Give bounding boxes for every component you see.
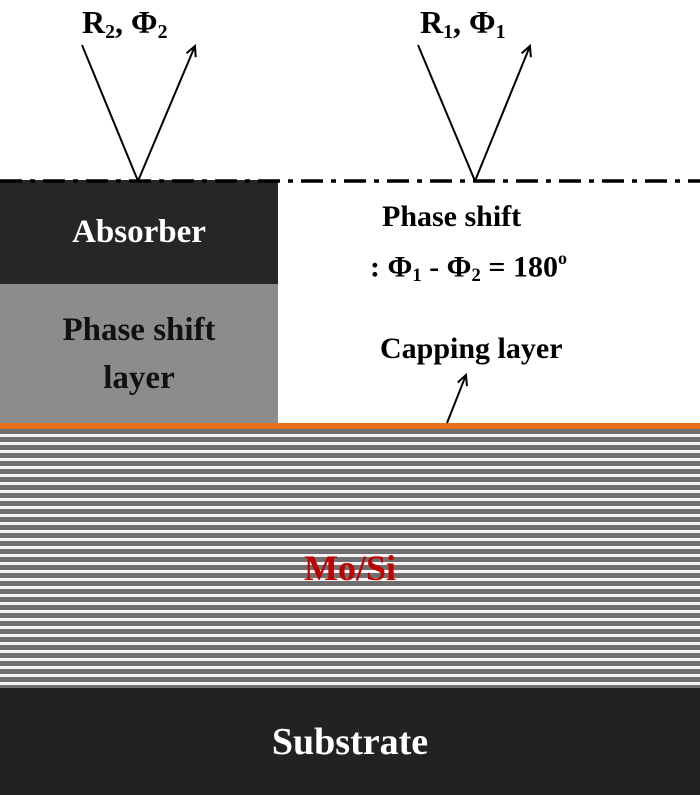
reflected-beam-right-arrow <box>474 43 532 182</box>
phase-shift-layer-label-line2: layer <box>103 360 175 396</box>
capping-layer-label: Capping layer <box>380 332 563 365</box>
reflection-label-2: R2, Φ2 <box>82 4 168 43</box>
absorber-label: Absorber <box>72 213 206 250</box>
absorber-layer: Absorber <box>0 180 278 284</box>
substrate-label: Substrate <box>271 720 429 763</box>
capping-layer <box>0 423 700 429</box>
phase-shift-layer-label-line1: Phase shift <box>62 312 216 348</box>
capping-layer-pointer-arrow <box>446 372 468 424</box>
incident-beam-right <box>417 44 476 182</box>
mo-si-label: Mo/Si <box>303 548 396 588</box>
phase-shift-layer: Phase shift layer <box>0 284 278 424</box>
phase-shift-equation: : Φ1 - Φ2 = 180o <box>370 248 567 287</box>
phase-shift-title: Phase shift <box>382 200 522 233</box>
reflected-beam-left-arrow <box>137 43 197 182</box>
reflection-label-1: R1, Φ1 <box>420 4 506 43</box>
incident-beam-left <box>81 44 139 182</box>
substrate-layer: Substrate <box>0 688 700 795</box>
mo-si-multilayer <box>0 429 700 688</box>
